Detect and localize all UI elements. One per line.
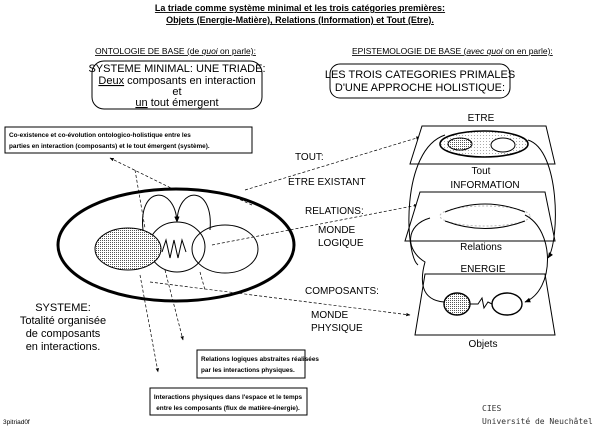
interactions-note: [149, 387, 308, 416]
planes-stack: ETRE Tout INFORMATION Relations ENERGIE …: [404, 113, 556, 350]
plane-energie-label: ENERGIE: [460, 264, 505, 275]
interactions-note-line2: entre les composants (flux de matière-én…: [156, 405, 300, 412]
system-figure: [56, 187, 296, 303]
title-line1: La triade comme système minimal et les t…: [155, 3, 445, 13]
org-name: CIES: [482, 404, 501, 413]
label-monde-logique-1: MONDE: [318, 225, 356, 236]
coexistence-line2: parties en interaction (composants) et l…: [9, 143, 210, 150]
ontology-box-line2: Deux composants en interaction: [98, 75, 255, 87]
ontology-box: [91, 60, 263, 110]
plane-information: [404, 191, 556, 242]
relations-note-line1: Relations logiques abstraites réalisées: [201, 356, 319, 363]
systeme-line4: en interactions.: [26, 341, 101, 353]
plane-information-caption: Relations: [460, 242, 502, 253]
plane-information-label: INFORMATION: [450, 180, 519, 191]
interaction-zigzag: [161, 238, 187, 259]
coexistence-note: [4, 126, 253, 154]
epistemology-box-line1: LES TROIS CATEGORIES PRIMALES: [325, 69, 515, 81]
plane-energie-caption: Objets: [469, 339, 498, 350]
relations-note: [196, 349, 306, 379]
title-line2: Objets (Energie-Matière), Relations (Inf…: [166, 15, 434, 25]
university-name: Université de Neuchâtel: [482, 416, 593, 426]
relations-note-line2: par les interactions physiques.: [201, 367, 295, 374]
label-tout: TOUT:: [295, 152, 324, 163]
plane-energie: [414, 273, 556, 336]
label-etre-existant: ETRE EXISTANT: [288, 177, 366, 188]
ontology-box-line4: un tout émergent: [135, 97, 218, 109]
plane-etre-label: ETRE: [468, 113, 495, 124]
label-monde-logique-2: LOGIQUE: [318, 238, 364, 249]
file-id: 3pitriad0f: [3, 419, 30, 426]
ontology-box-line3: et: [172, 86, 181, 98]
systeme-line1: SYSTEME:: [35, 302, 91, 314]
label-monde-physique-2: PHYSIQUE: [311, 323, 363, 334]
leader-lines: [109, 136, 421, 373]
epistemology-box-line2: D'UNE APPROCHE HOLISTIQUE:: [335, 82, 505, 94]
systeme-line2: Totalité organisée: [20, 315, 106, 327]
interactions-note-line1: Interactions physiques dans l'espace et …: [154, 394, 303, 401]
systeme-line3: de composants: [26, 328, 101, 340]
label-composants: COMPOSANTS:: [305, 286, 379, 297]
label-relations: RELATIONS:: [305, 206, 364, 217]
plane-etre-caption: Tout: [472, 166, 491, 177]
ontology-heading: ONTOLOGIE DE BASE (de quoi on parle):: [95, 46, 256, 56]
ontology-box-line1: SYSTEME MINIMAL: UNE TRIADE:: [88, 63, 265, 75]
epistemology-box: [329, 63, 511, 99]
coexistence-line1: Co-existence et co-évolution ontologico-…: [9, 132, 191, 139]
epistemology-heading: EPISTEMOLOGIE DE BASE (avec quoi on en p…: [352, 46, 553, 56]
label-monde-physique-1: MONDE: [311, 310, 349, 321]
